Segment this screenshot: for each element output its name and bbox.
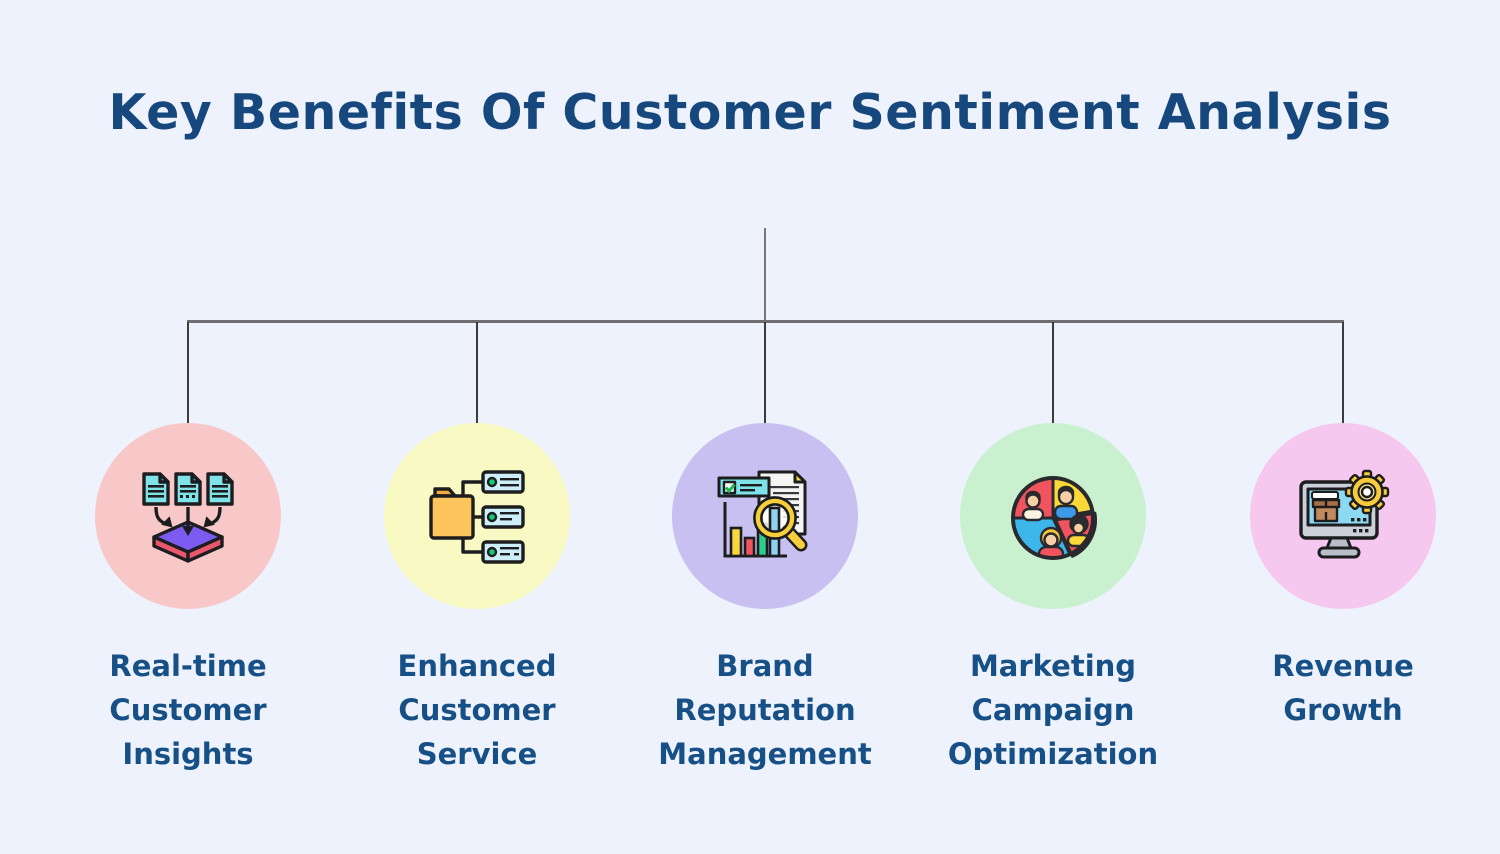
data-collection-icon [142,472,234,563]
tree-trunk-line [764,228,766,321]
branch-line-3 [764,322,766,423]
page-title: Key Benefits Of Customer Sentiment Analy… [108,84,1392,141]
customer-segments-pie-icon [1011,476,1097,560]
tree-horizontal-line [187,320,1344,323]
benefit-label-marketing-campaign: Marketing Campaign Optimization [947,649,1159,771]
benefit-label-brand-reputation: Brand Reputation Management [658,649,872,771]
report-magnifier-icon [717,470,808,558]
branch-line-4 [1052,322,1054,423]
benefit-label-real-time-insights: Real-time Customer Insights [109,649,267,771]
folder-directory-icon [429,470,525,564]
benefit-circle-marketing-campaign [960,423,1146,609]
benefit-circle-brand-reputation [672,423,858,609]
branch-line-5 [1342,322,1344,423]
benefit-circle-revenue-growth [1250,423,1436,609]
monitor-gear-icon [1299,469,1390,559]
benefit-circle-customer-service [384,423,570,609]
benefit-label-customer-service: Enhanced Customer Service [397,649,557,771]
benefit-circle-real-time-insights [95,423,281,609]
branch-line-2 [476,322,478,423]
benefit-label-revenue-growth: Revenue Growth [1272,649,1414,727]
branch-line-1 [187,322,189,423]
